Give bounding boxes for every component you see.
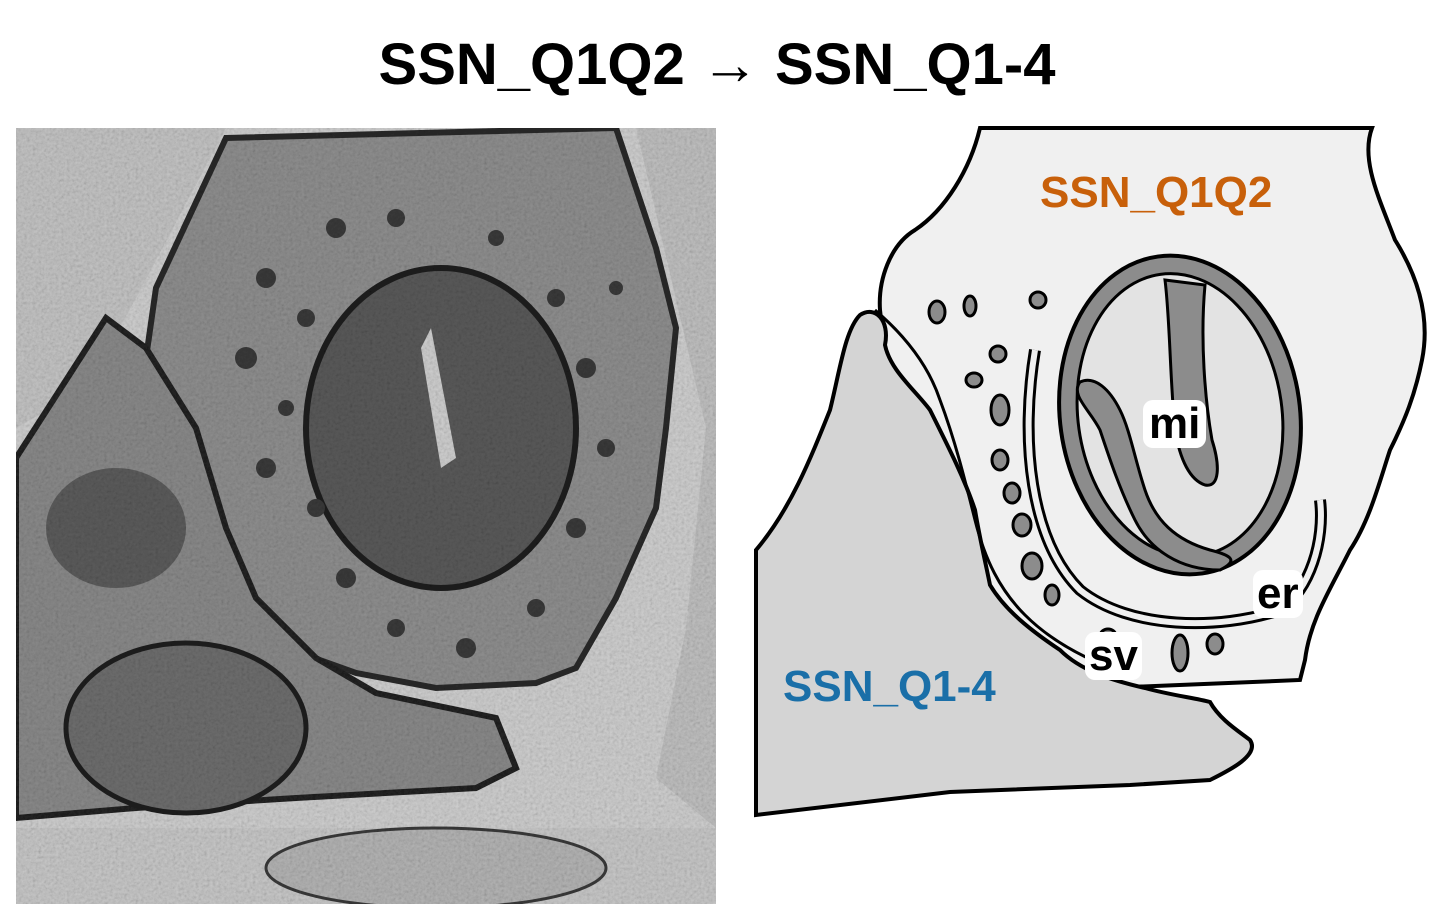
neuron-label-ssn-q1q2: SSN_Q1Q2	[1040, 168, 1273, 217]
figure-title: SSN_Q1Q2 → SSN_Q1-4	[378, 32, 1056, 97]
vesicle-label: sv	[1085, 632, 1142, 680]
mitochondrion-label: mi	[1143, 400, 1207, 448]
endoplasmic-reticulum	[1022, 349, 1327, 630]
electron-micrograph-image	[16, 128, 716, 904]
er-label: er	[1253, 570, 1303, 618]
neuron-label-ssn-q1-4: SSN_Q1-4	[783, 662, 996, 711]
synaptic-vesicles	[927, 290, 1225, 673]
synapse-diagram	[754, 126, 1427, 818]
